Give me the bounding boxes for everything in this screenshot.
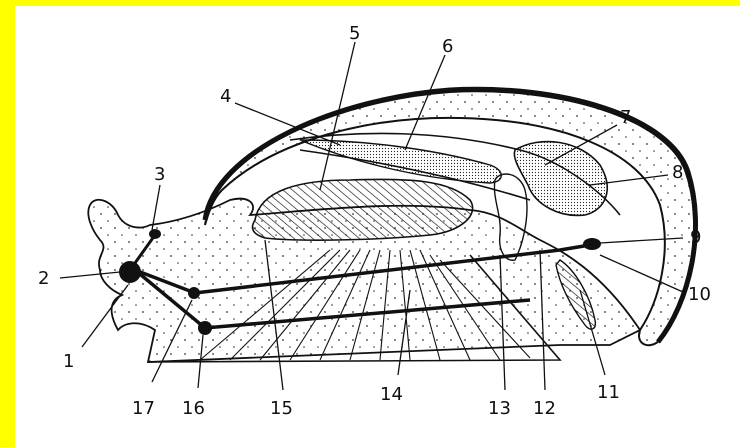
cerebral-ganglion [119,261,141,283]
label-13: 13 [488,398,511,419]
pleural-ganglion [188,287,200,299]
label-15: 15 [270,398,293,419]
label-2: 2 [38,268,49,289]
gill-ctenidium [252,179,472,240]
label-16: 16 [182,398,205,419]
label-1: 1 [63,351,74,372]
label-17: 17 [132,398,155,419]
label-10: 10 [688,284,711,305]
label-12: 12 [533,398,556,419]
label-8: 8 [672,162,683,183]
label-3: 3 [154,164,165,185]
label-4: 4 [220,86,231,107]
visceral-ganglion [583,238,601,250]
pedal-ganglion [198,321,212,335]
label-7: 7 [620,107,631,128]
label-9: 9 [690,227,701,248]
label-5: 5 [349,23,360,44]
buccal-ganglion [149,229,161,239]
label-11: 11 [597,382,620,403]
label-6: 6 [442,36,453,57]
label-14: 14 [380,384,403,405]
